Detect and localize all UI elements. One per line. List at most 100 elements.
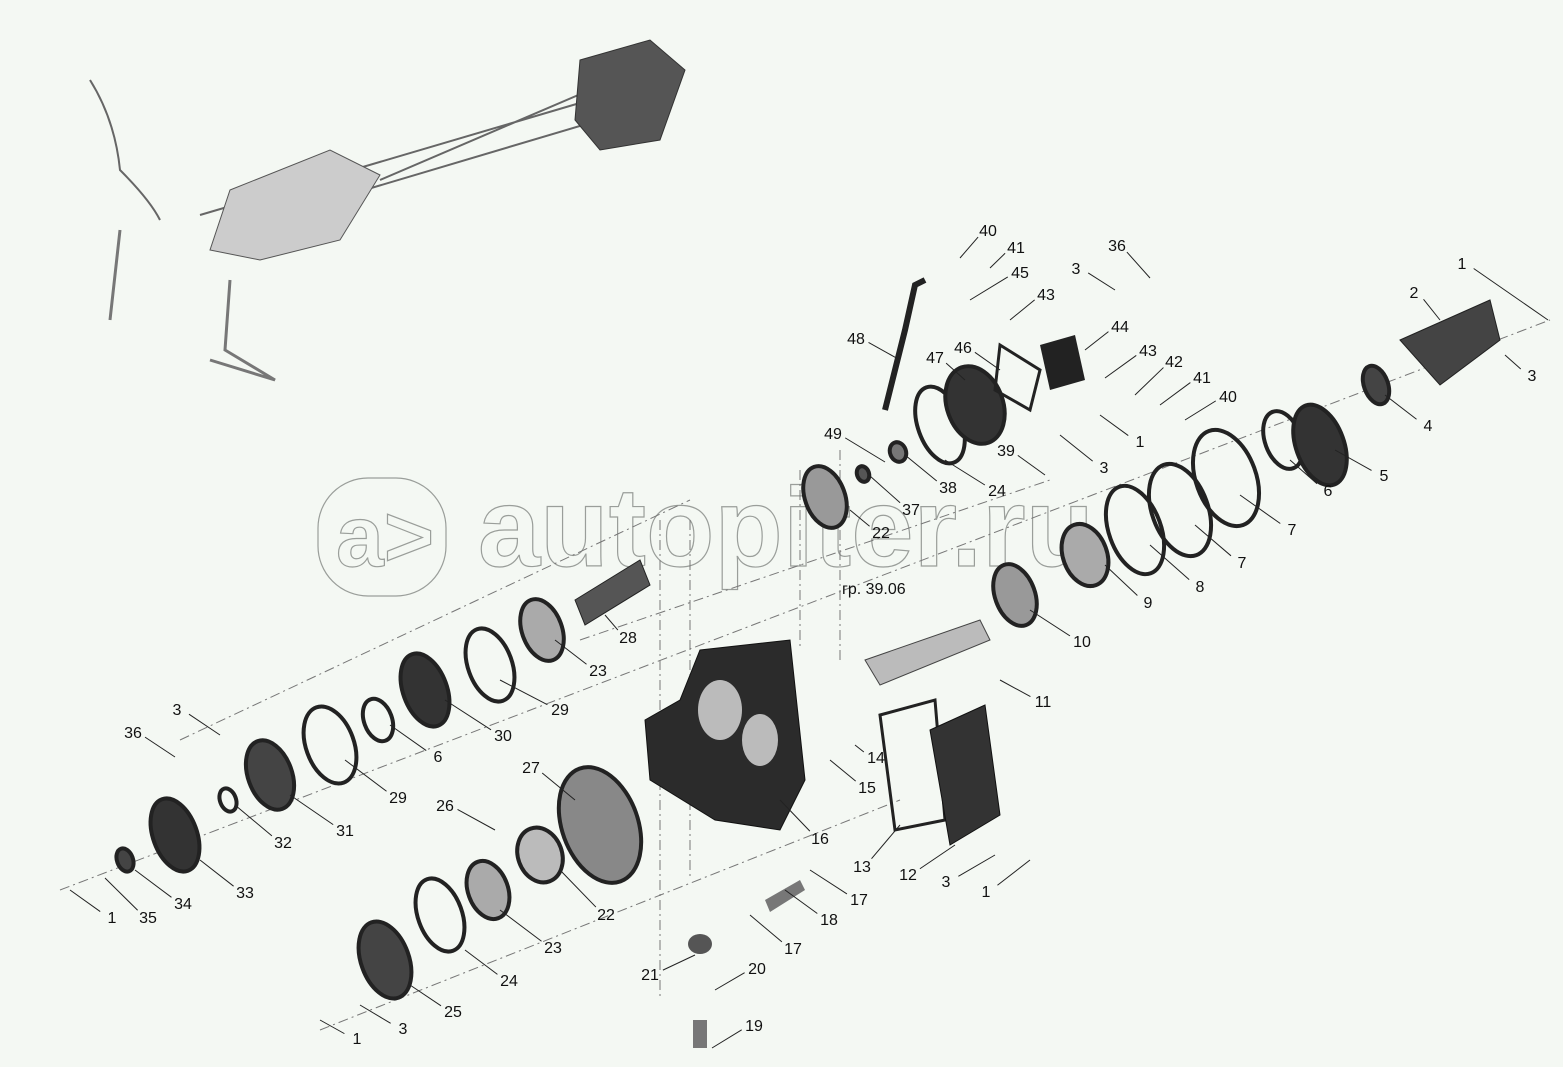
callout-leader-line	[1099, 414, 1129, 436]
callout-leader-line	[869, 475, 901, 504]
driven-gear	[556, 765, 644, 885]
callout-label: 1	[108, 910, 117, 927]
callout-leader-line	[359, 1004, 391, 1024]
callout-label: 9	[1144, 595, 1153, 612]
callout-label: 28	[619, 630, 637, 647]
group-reference-label: гр. 39.06	[842, 581, 906, 598]
callout-leader-line	[234, 804, 273, 837]
output-flange	[148, 796, 202, 874]
callout-leader-line	[1423, 299, 1441, 321]
callout-label: 1	[982, 884, 991, 901]
callout-leader-line	[711, 1029, 742, 1049]
callout-leader-line	[919, 844, 956, 870]
watermark-logo-frame	[317, 477, 447, 597]
callout-leader-line	[854, 744, 865, 753]
shift-spring	[765, 880, 805, 912]
callout-label: 22	[597, 907, 615, 924]
callout-leader-line	[779, 799, 811, 832]
callout-label: 17	[784, 941, 802, 958]
callout-leader-line	[199, 859, 234, 887]
callout-leader-line	[997, 859, 1031, 886]
callout-label: 4	[1424, 418, 1433, 435]
callout-leader-line	[809, 869, 848, 895]
callout-label: 11	[1035, 694, 1052, 711]
callout-label: 10	[1073, 634, 1091, 651]
callout-label: 43	[1139, 343, 1157, 360]
callout-label: 6	[434, 749, 443, 766]
callout-label: 24	[988, 483, 1006, 500]
callout-leader-line	[1159, 382, 1191, 406]
callout-label: 15	[858, 780, 876, 797]
callout-label: 39	[997, 443, 1015, 460]
callout-label: 48	[847, 331, 865, 348]
bearing	[518, 597, 566, 663]
callout-leader-line	[144, 736, 176, 758]
callout-label: 23	[589, 663, 607, 680]
callout-leader-line	[444, 699, 492, 731]
callout-leader-line	[464, 949, 498, 975]
bearing	[1059, 522, 1111, 588]
callout-leader-line	[1184, 400, 1217, 421]
cover-plate	[1291, 402, 1349, 488]
callout-leader-line	[959, 236, 979, 259]
callout-label: 6	[1324, 483, 1333, 500]
callout-label: 17	[850, 892, 868, 909]
input-gear-shaft	[574, 559, 651, 626]
assembly-axis-line	[319, 799, 901, 1031]
callout-leader-line	[662, 954, 696, 971]
speedometer-drive-sleeve	[1399, 299, 1501, 386]
callout-label: 40	[1219, 389, 1237, 406]
callout-leader-line	[944, 459, 986, 486]
callout-leader-line	[1149, 544, 1190, 581]
callout-leader-line	[69, 889, 101, 912]
callout-label: 13	[853, 859, 871, 876]
callout-label: 12	[899, 867, 917, 884]
callout-label: 37	[902, 502, 920, 519]
callout-leader-line	[868, 342, 901, 361]
callout-leader-line	[1017, 454, 1046, 476]
callout-leader-line	[1194, 524, 1232, 557]
callout-leader-line	[969, 276, 1009, 301]
callout-leader-line	[844, 437, 886, 463]
callout-label: 34	[174, 896, 192, 913]
callout-label: 36	[124, 725, 142, 742]
bolt	[693, 1020, 707, 1048]
callout-leader-line	[871, 824, 901, 859]
hose-overview	[108, 229, 276, 382]
callout-leader-line	[344, 759, 387, 792]
callout-label: 18	[820, 912, 838, 929]
callout-label: 16	[811, 831, 829, 848]
callout-label: 27	[522, 760, 540, 777]
callout-label: 38	[939, 480, 957, 497]
bearing	[464, 858, 512, 922]
housing-bore	[698, 680, 742, 740]
callout-leader-line	[1104, 564, 1138, 596]
callout-label: 44	[1111, 319, 1129, 336]
callout-leader-line	[289, 794, 334, 826]
callout-leader-line	[409, 984, 442, 1007]
callout-label: 42	[1165, 354, 1183, 371]
callout-label: 46	[954, 340, 972, 357]
callout-leader-line	[1104, 355, 1137, 379]
callout-leader-line	[604, 614, 619, 631]
oil-seal	[243, 738, 297, 812]
callout-label: 1	[1458, 256, 1467, 273]
callout-label: 3	[1528, 368, 1537, 385]
callout-leader-line	[904, 454, 938, 482]
callout-label: 3	[173, 702, 182, 719]
bearing-cover	[943, 364, 1007, 446]
callout-leader-line	[1473, 268, 1549, 321]
callout-leader-line	[134, 869, 172, 898]
callout-label: 7	[1288, 522, 1297, 539]
callout-label: 1	[1136, 434, 1145, 451]
callout-label: 1	[353, 1031, 362, 1048]
callout-label: 24	[500, 973, 518, 990]
splined-shaft	[864, 619, 991, 686]
callout-label: 36	[1108, 238, 1126, 255]
callout-leader-line	[1384, 394, 1417, 420]
callout-leader-line	[999, 679, 1031, 698]
breather-tube	[882, 277, 927, 411]
